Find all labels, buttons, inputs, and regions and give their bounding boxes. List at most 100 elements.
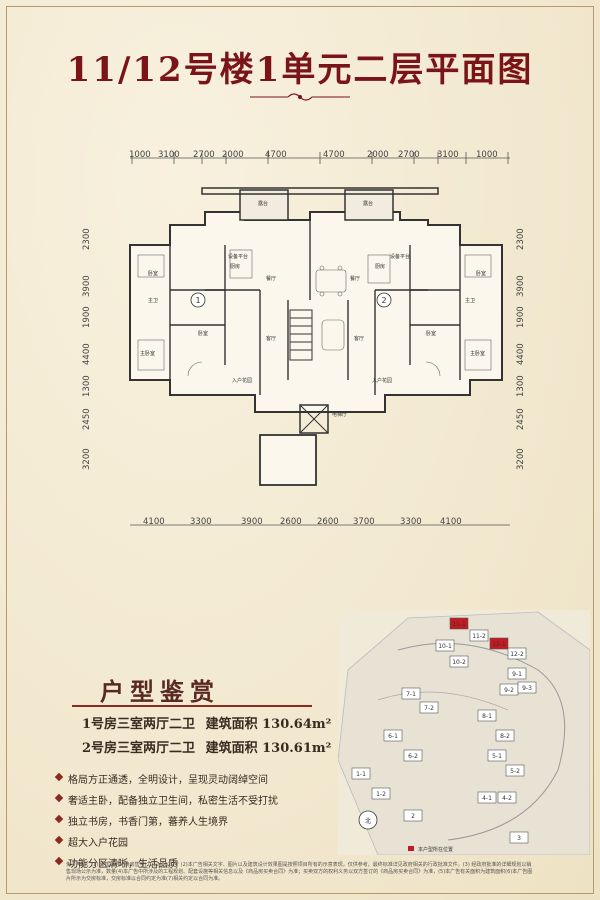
site-building	[509, 831, 529, 844]
room-label: 露台	[363, 200, 373, 207]
bottom-dimension-label: 4100	[143, 517, 165, 527]
room-label: 露台	[258, 200, 268, 207]
top-dimension-label: 1000	[476, 150, 498, 160]
site-building-label: 10-1	[438, 643, 452, 650]
site-building-label: 12-1	[492, 641, 506, 648]
disclaimer-text: 免责声明：(1) 预售证号：黄房售字(2017)0029号 (2)本广告相关文字…	[66, 862, 533, 882]
bottom-dimension-label: 3300	[400, 517, 422, 527]
unit-2-area: 130.61m²	[262, 741, 332, 756]
left-dimension-label: 2300	[82, 228, 92, 250]
unit-marker-1: 1	[195, 296, 200, 305]
site-building-label: 6-1	[388, 733, 398, 740]
bottom-dimension-label: 3900	[241, 517, 263, 527]
bottom-dimension-label: 3300	[190, 517, 212, 527]
room-label: 餐厅	[350, 275, 360, 282]
site-building-label: 7-2	[424, 705, 434, 712]
top-dimension-label: 2000	[222, 150, 244, 160]
site-building-label: 8-2	[500, 733, 510, 740]
room-label: 主卫	[148, 297, 158, 304]
site-building-label: 6-2	[408, 753, 418, 760]
top-dimension-label: 1000	[129, 150, 151, 160]
unit-2-summary: 2号房三室两厅二卫 建筑面积 130.61m²	[82, 737, 331, 756]
unit-marker-2: 2	[381, 296, 386, 305]
site-building	[517, 681, 537, 694]
site-building	[403, 809, 423, 822]
room-label: 卧室	[198, 330, 208, 337]
floor-plan-drawing: 1 2 露台 露台 卧室 卧室 卧室 卧室 主卧室 主卧室 餐厅 餐厅 客厅 客…	[129, 152, 510, 526]
site-building	[401, 687, 421, 700]
top-dimension-label: 2700	[398, 150, 420, 160]
site-building-label: 1-1	[356, 771, 366, 778]
site-building	[383, 729, 403, 742]
top-dimension-label: 2700	[193, 150, 215, 160]
left-dimension-label: 3200	[82, 448, 92, 470]
feature-item: 超大入户花园	[68, 834, 128, 849]
room-label: 餐厅	[266, 275, 276, 282]
site-building-label: 1-2	[376, 791, 386, 798]
site-building	[477, 709, 497, 722]
site-building	[497, 791, 517, 804]
page-title: 11/12号楼1单元二层平面图	[66, 50, 534, 90]
decorative-frame	[6, 6, 594, 894]
room-label: 厨房	[375, 263, 385, 270]
bottom-dimension-label: 2600	[317, 517, 339, 527]
site-building	[419, 701, 439, 714]
bottom-dimension-label: 3700	[353, 517, 375, 527]
room-label: 主卫	[465, 297, 475, 304]
site-building	[351, 767, 371, 780]
feature-item: 格局方正通透，全明设计，呈现灵动阔绰空间	[68, 771, 268, 786]
site-building	[477, 791, 497, 804]
room-label: 设备平台	[228, 253, 248, 260]
room-label: 卧室	[476, 270, 486, 277]
unit-1-label: 1号房三室两厅二卫	[82, 717, 196, 732]
site-building-label: 5-2	[510, 768, 520, 775]
site-building	[449, 655, 469, 668]
room-label: 卧室	[148, 270, 158, 277]
top-dimension-label: 3100	[158, 150, 180, 160]
site-building-label: 4-2	[502, 795, 512, 802]
site-building-label: 10-2	[452, 659, 466, 666]
title-ornament	[250, 93, 350, 101]
site-building-label: 3	[517, 835, 521, 842]
bottom-dimension-label: 4100	[440, 517, 462, 527]
site-building-label: 11-1	[452, 621, 466, 628]
site-building	[507, 647, 527, 660]
site-building-label: 2	[411, 813, 415, 820]
compass-icon	[358, 810, 378, 830]
room-label: 主卧室	[470, 350, 485, 357]
top-dimension-label: 4700	[323, 150, 345, 160]
room-label: 卧室	[426, 330, 436, 337]
site-building	[507, 667, 527, 680]
site-building	[505, 764, 525, 777]
left-dimension-label: 1900	[82, 306, 92, 328]
room-label: 厨房	[230, 263, 240, 270]
top-dimension-label: 3100	[437, 150, 459, 160]
site-building	[495, 729, 515, 742]
top-dimension-label: 2000	[367, 150, 389, 160]
site-building	[371, 787, 391, 800]
feature-item: 独立书房，书香门第，蕃养人生境界	[68, 813, 228, 828]
site-building-label: 7-1	[406, 691, 416, 698]
room-label: 客厅	[354, 335, 364, 342]
site-building	[403, 749, 423, 762]
room-label: 入户花园	[372, 377, 392, 384]
site-building-label: 9-3	[522, 685, 532, 692]
site-building	[435, 639, 455, 652]
feature-item: 功能分区清晰，生活品质	[68, 855, 178, 870]
site-building	[489, 637, 509, 650]
room-label: 电梯厅	[332, 411, 347, 418]
unit-1-area-label: 建筑面积	[205, 717, 258, 732]
site-building	[487, 749, 507, 762]
left-dimension-label: 1300	[82, 375, 92, 397]
unit-1-summary: 1号房三室两厅二卫 建筑面积 130.64m²	[82, 713, 331, 732]
site-building-label: 5-1	[492, 753, 502, 760]
room-label: 入户花园	[232, 377, 252, 384]
site-building-label: 4-1	[482, 795, 492, 802]
legend-label: 本户型所在位置	[418, 846, 453, 853]
left-dimension-label: 3900	[82, 275, 92, 297]
site-building-label: 8-1	[482, 713, 492, 720]
site-building	[469, 629, 489, 642]
